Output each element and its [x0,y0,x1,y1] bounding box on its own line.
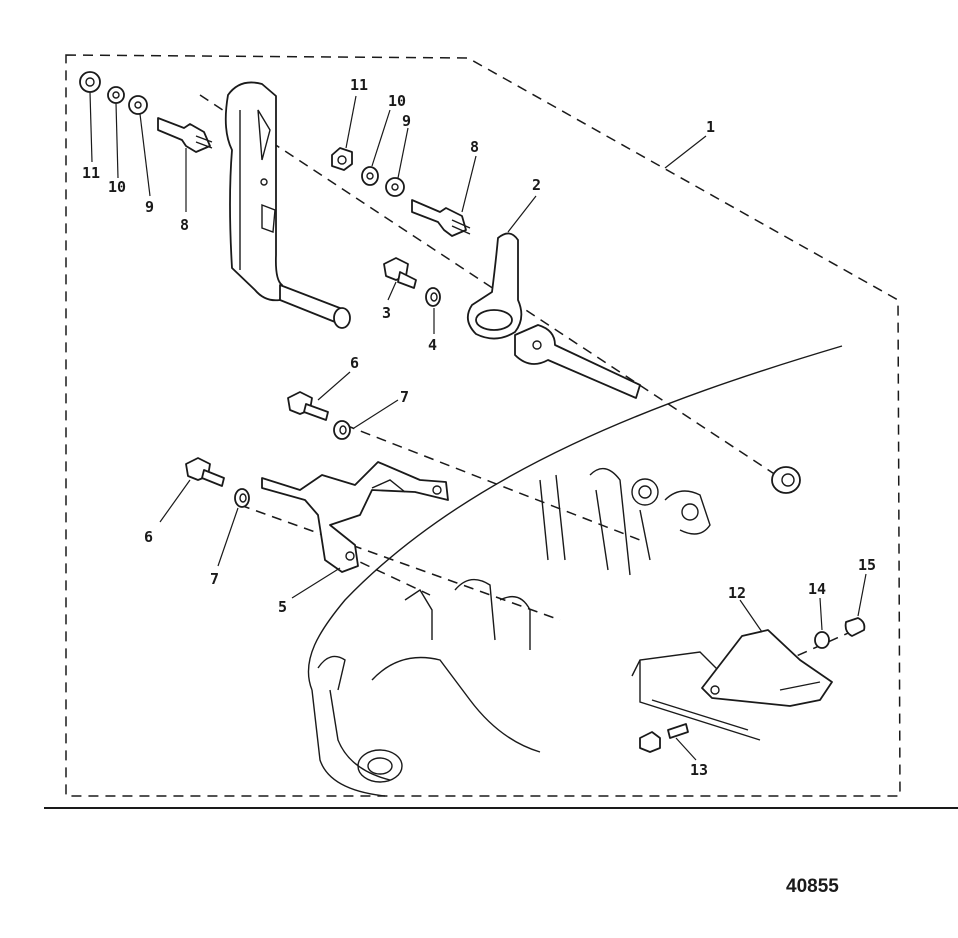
leader-7a [353,399,399,429]
callout-4: 4 [428,336,437,354]
callout-6a: 6 [350,354,359,372]
leader-2 [507,195,537,233]
leader-8b [461,155,477,213]
callout-3: 3 [382,304,391,322]
leader-11b [345,95,357,149]
leader-14 [819,597,823,631]
callout-7b: 7 [210,570,219,588]
fastener-stack-left [79,71,213,153]
shift-lever [224,81,351,329]
shift-shaft [514,324,641,399]
leader-10a [115,102,119,179]
leader-9a [139,113,151,197]
figure-number: 40855 [786,876,839,897]
mounting-bracket [261,461,449,573]
cowl-edge-curve [307,345,843,691]
leader-3 [387,281,397,301]
leader-9b [397,127,409,179]
callout-1: 1 [706,118,715,136]
callout-15: 15 [858,556,876,574]
callout-10b: 10 [388,92,406,110]
leader-11a [89,91,93,163]
kit-boundary-outline [65,54,901,797]
callout-6b: 6 [144,528,153,546]
callout-11b: 11 [350,76,368,94]
leader-7b [217,507,239,567]
callout-8a: 8 [180,216,189,234]
leader-10b [371,109,391,167]
axis-line-upper [344,424,641,541]
callout-2: 2 [532,176,541,194]
callout-12: 12 [728,584,746,602]
hook-bracket-assembly [631,617,866,753]
leader-6b [159,479,191,523]
fastener-stack-right [331,147,471,237]
callout-5: 5 [278,598,287,616]
bracket-fasteners-upper [287,391,351,440]
callout-9a: 9 [145,198,154,216]
callout-14: 14 [808,580,826,598]
leader-12 [739,599,763,633]
leader-6a [317,371,351,401]
leader-1 [664,135,707,169]
axis-line-lower [239,504,561,621]
callout-13: 13 [690,761,708,779]
shaft-end-washer [771,466,801,494]
callout-11a: 11 [82,164,100,182]
bracket-fasteners-lower [185,457,250,508]
throttle-lever [466,232,523,340]
screw-and-washer [383,257,441,307]
callout-10a: 10 [108,178,126,196]
leader-15 [857,573,867,617]
leader-13 [675,737,697,761]
axis-line-main [199,94,789,484]
callout-8b: 8 [470,138,479,156]
engine-housing [311,467,711,797]
callout-7a: 7 [400,388,409,406]
callout-9b: 9 [402,112,411,130]
leader-5 [291,567,341,599]
